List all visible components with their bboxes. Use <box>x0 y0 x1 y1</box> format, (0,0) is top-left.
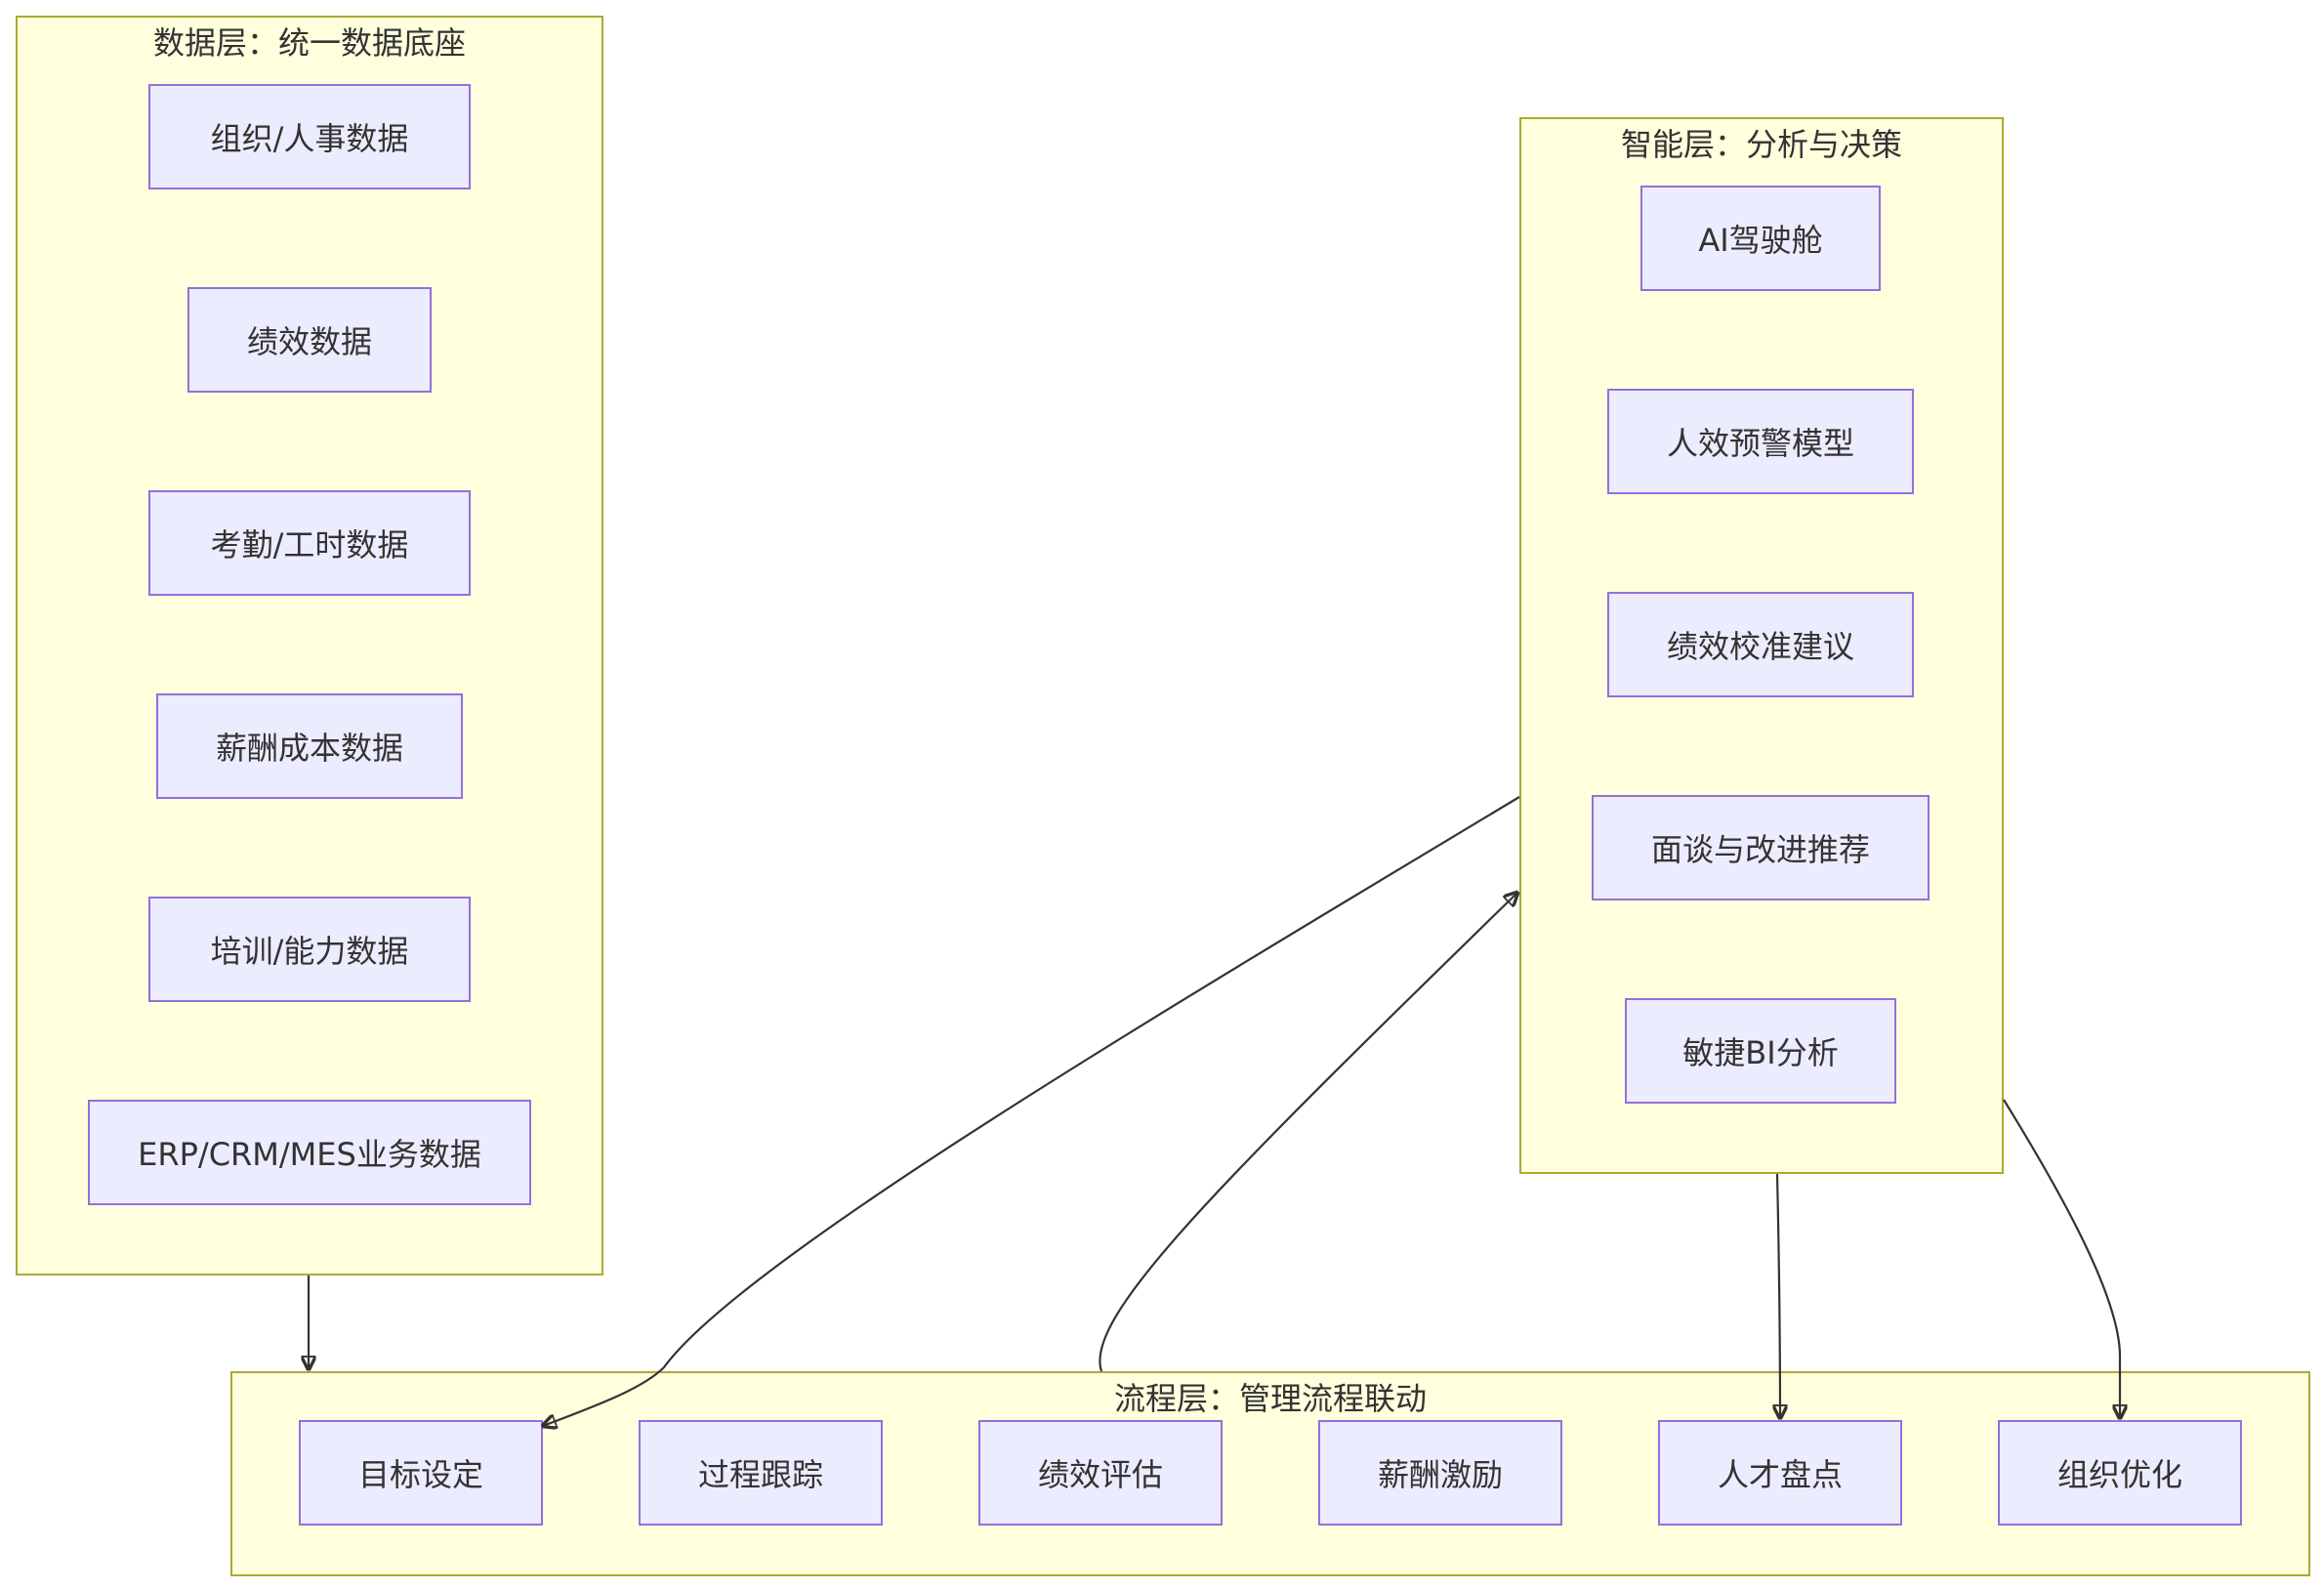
node-performance-evaluation[interactable]: 绩效评估 <box>978 1420 1223 1526</box>
node-ai-cockpit[interactable]: AI驾驶舱 <box>1640 186 1881 291</box>
cluster-process-layer: 流程层：管理流程联动 <box>230 1371 2310 1576</box>
node-talent-review[interactable]: 人才盘点 <box>1658 1420 1902 1526</box>
cluster-data-layer-title: 数据层：统一数据底座 <box>152 24 466 62</box>
node-interview-recommendation[interactable]: 面谈与改进推荐 <box>1592 795 1930 900</box>
node-training-data[interactable]: 培训/能力数据 <box>148 897 471 1002</box>
edge-process-to-smart <box>1099 893 1517 1372</box>
node-erp-crm-mes-data[interactable]: ERP/CRM/MES业务数据 <box>88 1100 531 1205</box>
edge-smart-to-org-optimization <box>2003 1099 2120 1418</box>
node-process-tracking[interactable]: 过程跟踪 <box>639 1420 883 1526</box>
node-efficiency-warning-model[interactable]: 人效预警模型 <box>1607 389 1914 494</box>
edge-smart-to-talent-review <box>1777 1173 1780 1418</box>
node-performance-calibration[interactable]: 绩效校准建议 <box>1607 592 1914 697</box>
cluster-process-layer-title: 流程层：管理流程联动 <box>1113 1380 1427 1417</box>
node-org-optimization[interactable]: 组织优化 <box>1998 1420 2242 1526</box>
node-org-hr-data[interactable]: 组织/人事数据 <box>148 84 471 189</box>
edge-smart-to-goal-setting <box>543 796 1520 1426</box>
node-goal-setting[interactable]: 目标设定 <box>299 1420 543 1526</box>
cluster-smart-layer-title: 智能层：分析与决策 <box>1620 126 1902 163</box>
node-agile-bi[interactable]: 敏捷BI分析 <box>1625 998 1896 1104</box>
cluster-data-layer: 数据层：统一数据底座 <box>16 16 603 1276</box>
node-performance-data[interactable]: 绩效数据 <box>187 287 432 393</box>
node-salary-incentive[interactable]: 薪酬激励 <box>1318 1420 1562 1526</box>
node-attendance-data[interactable]: 考勤/工时数据 <box>148 490 471 596</box>
node-salary-cost-data[interactable]: 薪酬成本数据 <box>156 693 463 799</box>
